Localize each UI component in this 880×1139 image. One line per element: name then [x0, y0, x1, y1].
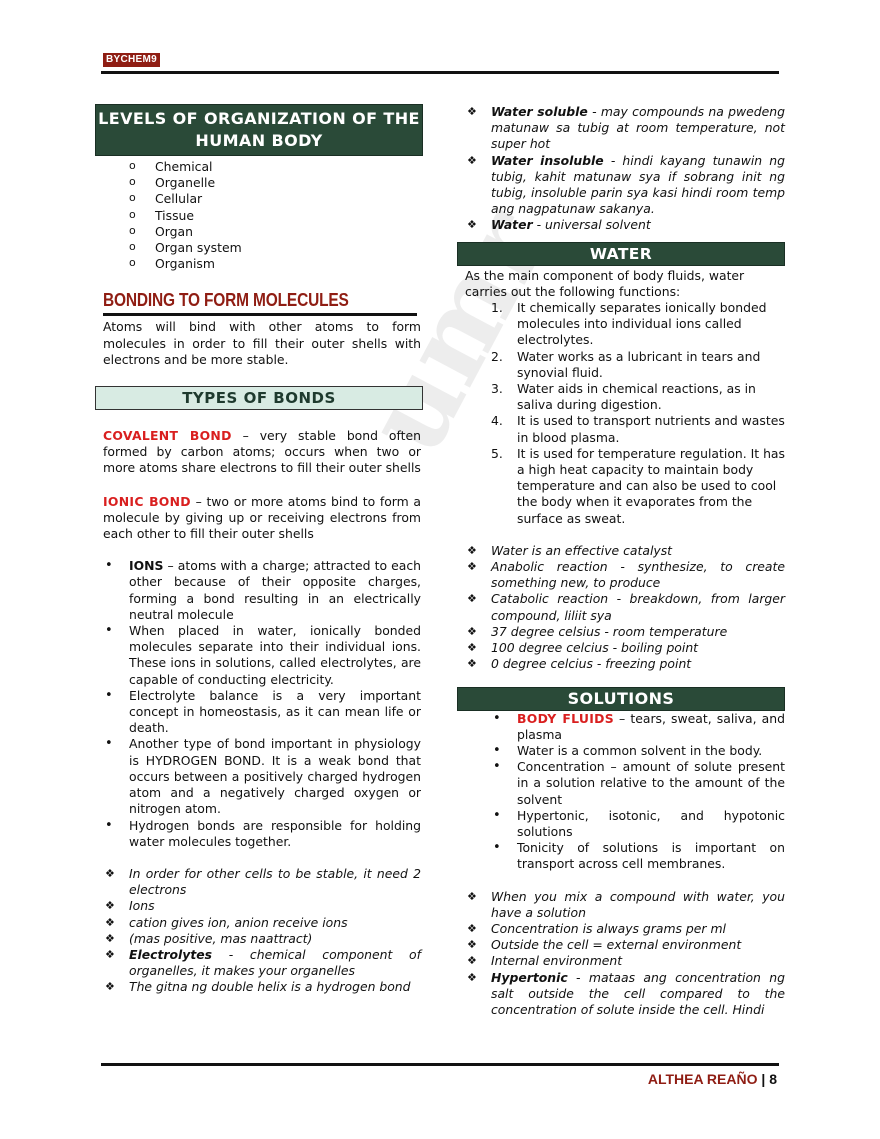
header-rule [101, 71, 779, 74]
list-item: Concentration is always grams per ml [465, 921, 785, 937]
list-item: 1. It chemically separates ionically bond… [465, 300, 785, 349]
ions-text: – atoms with a charge; attracted to each… [129, 558, 421, 622]
list-item: Concentration – amount of solute present… [491, 759, 785, 808]
solubility-notes: Water soluble - may compounds na pwedeng… [465, 104, 785, 234]
electrolytes-term: Electrolytes [129, 946, 213, 962]
list-item: Hypertonic, isotonic, and hypotonic solu… [491, 808, 785, 840]
item-text: It is used to transport nutrients and wa… [517, 413, 785, 445]
list-item: 3. Water aids in chemical reactions, as i… [465, 381, 785, 413]
ionic-paragraph: IONIC BOND – two or more atoms bind to f… [103, 494, 421, 543]
types-of-bonds-heading: TYPES OF BONDS [95, 386, 423, 411]
list-item: Water soluble - may compounds na pwedeng… [465, 104, 785, 153]
list-item: Electrolytes - chemical component of org… [103, 947, 421, 979]
water-intro: As the main component of body fluids, wa… [465, 267, 745, 299]
list-item: Organ system [103, 239, 421, 256]
list-item: When placed in water, ionically bonded m… [103, 623, 421, 688]
ionic-text: – two or more atoms bind to form a molec… [103, 493, 421, 542]
list-item: Chemical [103, 158, 421, 175]
list-item: Cellular [103, 190, 421, 207]
water-notes: Water is an effective catalyst Anabolic … [465, 543, 785, 673]
list-item: Anabolic reaction - synthesize, to creat… [465, 559, 785, 591]
list-item: Internal environment [465, 953, 785, 969]
water-soluble-term: Water soluble [491, 104, 588, 119]
body-fluids-text: – tears, sweat, saliva, and plasma [517, 710, 785, 742]
left-column: LEVELS OF ORGANIZATION OF THE HUMAN BODY… [95, 104, 423, 996]
list-item: When you mix a compound with water, you … [465, 889, 785, 921]
ionic-term: IONIC BOND [103, 493, 191, 509]
page-number: 8 [769, 1071, 777, 1087]
list-item: IONS – atoms with a charge; attracted to… [103, 558, 421, 623]
solutions-bullets: BODY FLUIDS – tears, sweat, saliva, and … [491, 711, 785, 873]
footer-separator: | [757, 1071, 770, 1087]
water-insoluble-text: - hindi kayang tunawin ng tubig, kahit m… [491, 152, 786, 217]
covalent-paragraph: COVALENT BOND – very stable bond often f… [103, 428, 421, 477]
list-item: Organ [103, 223, 421, 240]
hypertonic-text: - mataas ang concentration ng salt outsi… [491, 969, 785, 1017]
item-text: It is used for temperature regulation. I… [517, 445, 785, 526]
hypertonic-term: Hypertonic [491, 969, 568, 985]
list-item: 0 degree celcius - freezing point [465, 656, 785, 672]
footer: ALTHEA REAÑO | 8 [648, 1071, 777, 1087]
list-item: Ions [103, 898, 421, 914]
water-text: - universal solvent [532, 217, 651, 233]
water-insoluble-term: Water insoluble [491, 152, 604, 168]
right-column: Water soluble - may compounds na pwedeng… [457, 104, 785, 1019]
list-item: Water is an effective catalyst [465, 543, 785, 559]
bonding-heading: BONDING TO FORM MOLECULES [103, 290, 349, 311]
bonding-rule [103, 313, 417, 317]
water-term: Water [491, 217, 533, 233]
list-item: Organism [103, 255, 421, 272]
covalent-text: – very stable bond often formed by carbo… [103, 428, 421, 476]
list-item: cation gives ion, anion receive ions [103, 915, 421, 931]
list-item: Tonicity of solutions is important on tr… [491, 840, 785, 872]
list-item: 37 degree celsius - room temperature [465, 624, 785, 640]
list-item: Outside the cell = external environment [465, 937, 785, 953]
list-item: Organelle [103, 174, 421, 191]
list-item: Tissue [103, 207, 421, 224]
list-item: 2. Water works as a lubricant in tears an… [465, 349, 785, 381]
author-name: ALTHEA REAÑO [647, 1071, 758, 1087]
list-item: 100 degree celcius - boiling point [465, 640, 785, 656]
list-item: (mas positive, mas naattract) [103, 931, 421, 947]
item-text: Water aids in chemical reactions, as in … [517, 381, 756, 413]
list-item: In order for other cells to be stable, i… [103, 866, 421, 898]
electrolytes-text: - chemical component of organelles, it m… [129, 946, 421, 979]
ions-term: IONS [129, 558, 164, 574]
list-item: BODY FLUIDS – tears, sweat, saliva, and … [491, 711, 785, 743]
brand-tag: BYCHEM9 [103, 53, 160, 67]
item-number: 2. [491, 348, 503, 364]
list-item: Water is a common solvent in the body. [491, 743, 785, 759]
levels-list: Chemical Organelle Cellular Tissue Organ… [103, 158, 421, 272]
list-item: Electrolyte balance is a very important … [103, 688, 421, 737]
list-item: Another type of bond important in physio… [103, 736, 421, 817]
list-item: Water - universal solvent [465, 217, 785, 233]
covalent-term: COVALENT BOND [103, 428, 232, 444]
body-fluids-term: BODY FLUIDS [517, 710, 614, 726]
water-soluble-text: - may compounds na pwedeng matunaw sa tu… [491, 104, 785, 152]
item-number: 5. [491, 445, 503, 461]
list-item: The gitna ng double helix is a hydrogen … [103, 979, 421, 995]
list-item: Catabolic reaction - breakdown, from lar… [465, 591, 785, 623]
water-heading: WATER [457, 241, 785, 266]
levels-heading: LEVELS OF ORGANIZATION OF THE HUMAN BODY [95, 104, 423, 156]
water-functions: 1. It chemically separates ionically bond… [465, 300, 785, 527]
item-number: 3. [491, 381, 503, 397]
solutions-heading: SOLUTIONS [457, 686, 785, 711]
list-item: Hydrogen bonds are responsible for holdi… [103, 818, 421, 850]
list-item: Water insoluble - hindi kayang tunawin n… [465, 153, 785, 218]
item-number: 1. [491, 300, 503, 316]
list-item: Hypertonic - mataas ang concentration ng… [465, 970, 785, 1019]
item-text: It chemically separates ionically bonded… [517, 300, 767, 348]
item-text: Water works as a lubricant in tears and … [517, 348, 761, 380]
bond-notes: In order for other cells to be stable, i… [103, 866, 421, 996]
bonding-paragraph: Atoms will bind with other atoms to form… [103, 319, 421, 367]
list-item: 5. It is used for temperature regulation.… [465, 446, 785, 527]
list-item: 4. It is used to transport nutrients and … [465, 413, 785, 445]
item-number: 4. [491, 413, 503, 429]
footer-rule [101, 1063, 779, 1066]
solutions-notes: When you mix a compound with water, you … [465, 889, 785, 1019]
ions-bullets: IONS – atoms with a charge; attracted to… [103, 558, 421, 850]
